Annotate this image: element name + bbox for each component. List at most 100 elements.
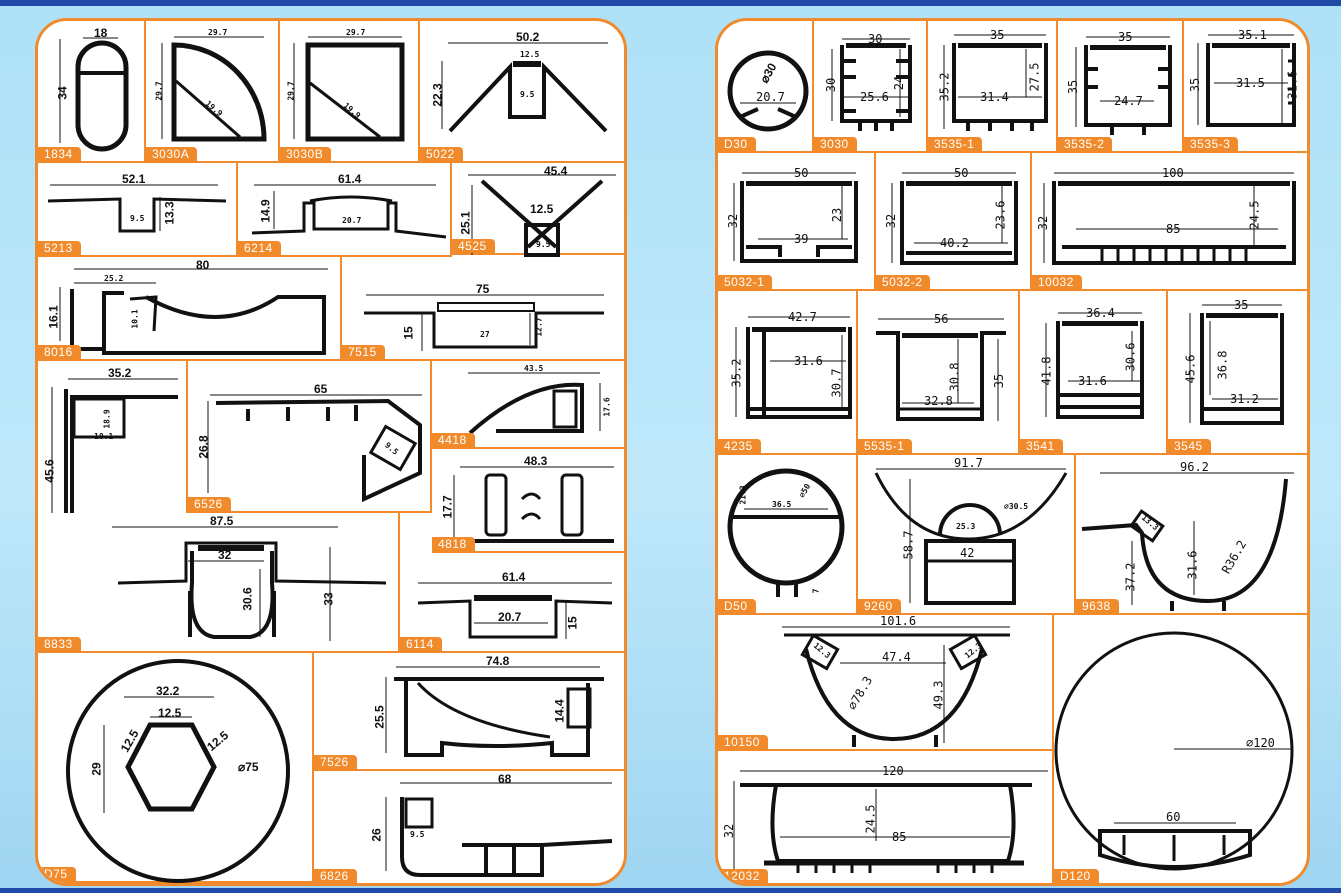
model-tag: 7526 [314,755,357,769]
dim-width: 45.4 [544,164,568,178]
profile-cell-6114: 61.4 20.7 15 6114 [400,553,624,653]
dim-slot: 23 [830,207,845,223]
dim-height: 25.5 [372,705,387,729]
profile-cell-5032-1: 50 32 39 23 5032-1 [718,153,876,291]
dim-inner: 25.2 [104,274,124,283]
model-tag: 3541 [1020,439,1063,453]
dim-height: 37.2 [1123,562,1138,592]
dim-width: 50.2 [516,30,540,44]
dim-width: 35 [1234,298,1249,312]
profile-cell-4418: 43.5 17.6 4418 [432,361,624,449]
dim-height: 58.7 [901,530,916,560]
dim-width: 35 [1118,30,1133,44]
dim-inner: 18.1 [94,432,114,441]
dim-height: 14.9 [258,199,273,223]
dim-inner: 12.5 [158,706,182,720]
profile-cell-12032: 120 32 24.5 85 12032 [718,751,1054,883]
dim-height: 15 [565,616,580,630]
model-tag: 10150 [718,735,768,749]
profile-drawing [66,659,290,883]
profile-drawing [1081,472,1294,611]
dim-slot: 14.4 [552,699,567,723]
model-tag: 4235 [718,439,761,453]
dim-height: 32 [1036,215,1051,231]
model-tag: D120 [1054,869,1099,883]
dim-slot: 9.5 [536,240,551,249]
dim-width: 35.1 [1238,28,1267,42]
dim-width: 29.7 [346,28,366,37]
model-tag: 3030A [146,147,198,161]
profile-drawing [59,268,328,355]
dim-height: 26 [369,828,384,842]
dim-inner: 31.4 [980,90,1009,104]
profile-drawing [733,770,1048,873]
profile-drawing [874,468,1068,605]
dim-width: 52.1 [122,172,146,186]
dim-slot: 27.5 [1027,62,1042,92]
model-tag: 12032 [718,869,768,883]
profile-drawing [112,526,387,641]
dim-width: 100 [1162,166,1184,180]
profile-cell-3030b: 29.7 29.7 19.9 3030B [280,21,420,163]
dim-width: 50 [794,166,809,180]
dim-inner: 31.6 [794,354,823,368]
profile-cell-3030: 30 30 25.6 24 3030 [814,21,928,153]
model-tag: 6114 [400,637,442,651]
profile-cell-3535-3: 35.1 35 31.5 31.6 3535-3 [1184,21,1307,153]
profile-cell-4235: 42.7 35.2 31.6 30.7 4235 [718,291,858,455]
model-tag: 3545 [1168,439,1211,453]
model-tag: 3535-1 [928,137,983,151]
model-tag: 5032-2 [876,275,931,289]
profile-drawing [891,172,1018,265]
model-tag: 8833 [38,637,81,651]
profile-cell-5022: 50.2 12.5 22.3 9.5 5022 [420,21,624,163]
dim-width: 36.4 [1086,306,1115,320]
profile-drawing [59,37,129,152]
dim-width: 120 [882,764,904,778]
dim-width: 101.6 [880,614,917,628]
dim-slot: 36.8 [1215,350,1230,380]
dim-inner: 31.6 [1078,374,1107,388]
profile-drawing [385,666,604,757]
model-tag: D75 [38,867,76,881]
left-catalog-page: 18 34 1834 29.7 29.7 19.9 3030A 29.7 29.… [35,18,627,886]
dim-inner: 12.5 [530,202,554,216]
model-tag: 4525 [452,239,495,253]
profile-drawing [733,172,858,263]
dim-width: 75 [476,282,490,296]
profile-cell-7515: 75 15 27 12.7 7515 [342,257,624,361]
dim-height: 30.6 [240,587,255,611]
dim-diameter: ⌀120 [1246,736,1275,750]
dim-width: 56 [934,312,949,326]
dim-width: 80 [196,258,210,272]
dim-height: 29 [89,762,104,776]
dim-width: 60 [1166,810,1181,824]
profile-drawing [161,36,267,142]
profile-drawing [831,38,912,131]
dim-inner: 12.5 [520,50,540,59]
model-tag: D50 [718,599,756,613]
dim-slot: 9.5 [410,830,425,839]
dim-width: 91.7 [954,456,983,470]
profile-cell-7526: 74.8 25.5 14.4 7526 [314,653,624,771]
dim-height: 32 [722,823,737,839]
bottom-band [0,888,1341,893]
dim-slot: 30.6 [1123,342,1138,372]
profile-drawing [1045,312,1144,419]
dim-width: 68 [498,772,512,786]
model-tag: 9638 [1076,599,1119,613]
dim-width: 87.5 [210,514,234,528]
profile-cell-4818: 48.3 17.7 4818 [432,449,624,553]
dim-height: 32 [726,213,741,229]
model-tag: 3030 [814,137,857,151]
dim-inner: 85 [1166,222,1181,236]
dim-height: 17.7 [440,495,455,519]
dim-inner: 27 [480,330,490,339]
profile-cell-3541: 36.4 41.8 31.6 30.6 3541 [1020,291,1168,455]
dim-height: 35 [1066,79,1081,95]
profile-cell-1834: 18 34 1834 [38,21,146,163]
dim-width: 61.4 [338,172,362,186]
profile-cell-d30: ⌀30 20.7 D30 [718,21,814,153]
profile-drawing [876,318,1006,421]
model-tag: 6214 [238,241,281,255]
